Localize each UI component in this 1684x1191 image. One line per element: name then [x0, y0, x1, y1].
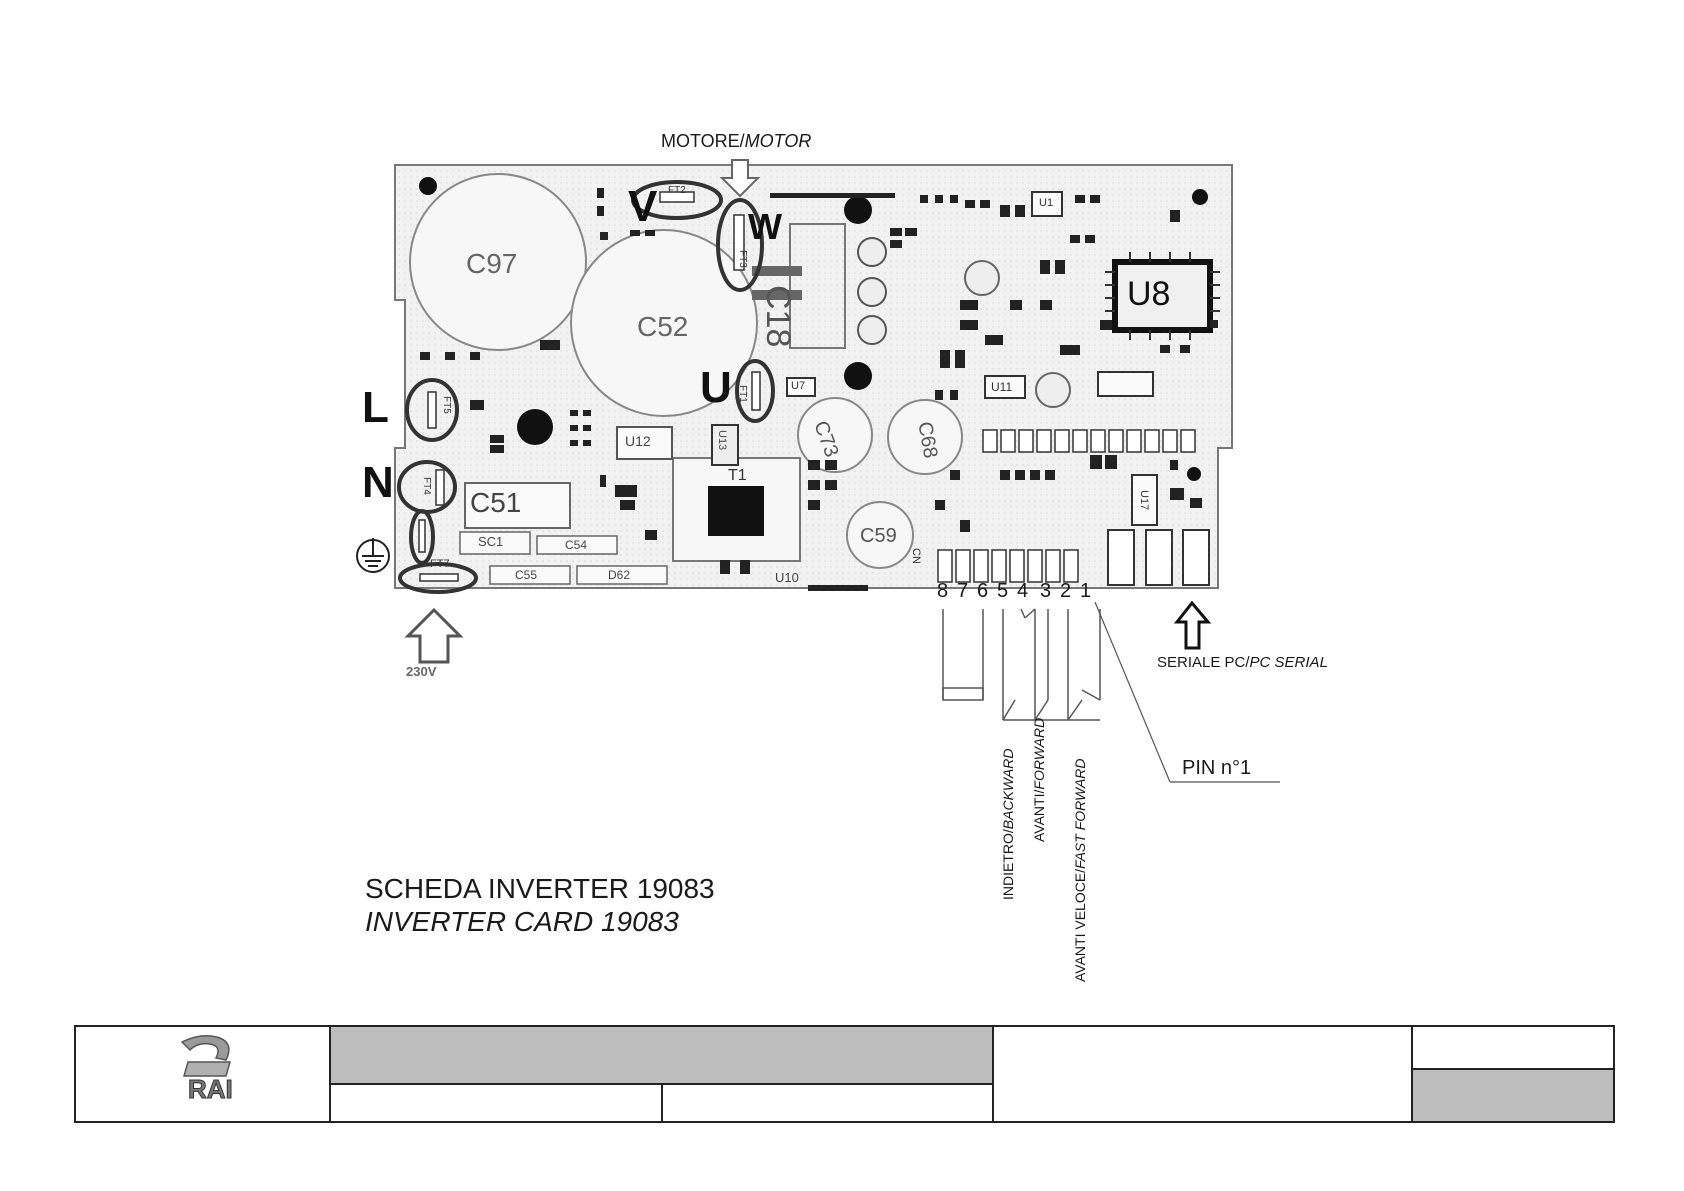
label-u17: U17: [1138, 490, 1150, 510]
backward-label-text: INDIETRO/: [1000, 829, 1016, 900]
title-block-rev-cell: [1411, 1025, 1615, 1070]
label-ft1: FT1: [737, 385, 748, 403]
label-c97: C97: [466, 248, 517, 280]
label-t1: T1: [728, 467, 747, 485]
label-cn: CN: [910, 548, 922, 564]
label-c55: C55: [515, 568, 537, 582]
part-u10-bar: [808, 585, 868, 591]
label-u1: U1: [1039, 197, 1053, 209]
power-arrow: [408, 610, 460, 662]
mounting-hole: [844, 196, 872, 224]
mounting-hole: [844, 362, 872, 390]
chip-misc: [1098, 372, 1153, 396]
label-c59: C59: [860, 525, 897, 548]
label-ft7: FT7: [430, 558, 450, 570]
motor-label-italic: MOTOR: [745, 131, 812, 151]
pin-number: 1: [1080, 580, 1091, 603]
title-block-title-cell: [329, 1025, 994, 1085]
mounting-hole: [419, 177, 437, 195]
forward-label: AVANTI/FORWARD: [1031, 718, 1047, 842]
svg-text:RAI: RAI: [188, 1074, 233, 1104]
pin-number: 7: [957, 580, 968, 603]
capacitor-small: [965, 261, 999, 295]
serial-connectors: [1108, 530, 1209, 585]
phase-w-label: W: [748, 206, 782, 248]
label-ft2: FT2: [668, 185, 686, 196]
capacitor-small: [1036, 373, 1070, 407]
label-u8: U8: [1127, 275, 1170, 314]
pin-number: 3: [1040, 580, 1051, 603]
transformer-core: [708, 486, 764, 536]
pin-number: 2: [1060, 580, 1071, 603]
caption-title: SCHEDA INVERTER 19083: [365, 873, 715, 905]
label-c18: C18: [758, 285, 797, 347]
fast-forward-label: AVANTI VELOCE/FAST FORWARD: [1072, 758, 1088, 982]
phase-v-label: V: [628, 182, 657, 232]
mounting-hole: [1192, 189, 1208, 205]
forward-label-text: AVANTI/: [1031, 790, 1047, 842]
label-u13: U13: [716, 430, 728, 450]
fast-forward-label-text: AVANTI VELOCE/: [1072, 869, 1088, 982]
label-d62: D62: [608, 568, 630, 582]
voltage-label: 230V: [406, 664, 436, 679]
title-block-sub-left: [329, 1083, 663, 1123]
pin-wiring: [943, 609, 1100, 720]
pin-number: 6: [977, 580, 988, 603]
capacitor-small: [858, 238, 886, 266]
label-u10: U10: [775, 570, 799, 585]
title-block-code-cell: [1411, 1068, 1615, 1123]
company-logo: RAI: [168, 1032, 248, 1104]
title-block-description-cell: [992, 1025, 1413, 1123]
capacitor-small: [858, 316, 886, 344]
motor-label: MOTORE/MOTOR: [661, 131, 811, 152]
label-ft5: FT5: [441, 396, 452, 414]
capacitor-small: [858, 278, 886, 306]
serial-label-italic: PC SERIAL: [1250, 654, 1328, 671]
trace: [770, 193, 895, 198]
motor-label-text: MOTORE/: [661, 131, 745, 151]
label-u7: U7: [791, 380, 805, 392]
serial-arrow: [1177, 603, 1208, 648]
earth-symbol: [357, 538, 389, 572]
serial-label: SERIALE PC/PC SERIAL: [1157, 654, 1328, 671]
mounting-hole: [517, 409, 553, 445]
fast-forward-label-italic: FAST FORWARD: [1072, 758, 1088, 868]
label-sc1: SC1: [478, 534, 503, 549]
backward-label: INDIETRO/BACKWARD: [1000, 749, 1016, 900]
label-u11: U11: [991, 380, 1012, 394]
label-c52: C52: [637, 311, 688, 343]
mounting-hole: [1187, 467, 1201, 481]
phase-u-label: U: [700, 363, 732, 413]
title-block-sub-right: [661, 1083, 994, 1123]
backward-label-italic: BACKWARD: [1000, 749, 1016, 830]
label-c54: C54: [565, 538, 587, 552]
forward-label-italic: FORWARD: [1031, 718, 1047, 790]
pin1-label: PIN n°1: [1182, 757, 1251, 780]
pin-number: 4: [1017, 580, 1028, 603]
pin-number: 8: [937, 580, 948, 603]
label-ft3: FT3: [737, 250, 748, 268]
pin-number: 5: [997, 580, 1008, 603]
caption-title-en: INVERTER CARD 19083: [365, 906, 679, 938]
phase-l-label: L: [362, 383, 389, 433]
phase-n-label: N: [362, 458, 394, 508]
label-u12: U12: [625, 433, 651, 449]
label-ft4: FT4: [421, 477, 432, 495]
serial-label-text: SERIALE PC/: [1157, 654, 1250, 671]
label-c51: C51: [470, 487, 521, 519]
